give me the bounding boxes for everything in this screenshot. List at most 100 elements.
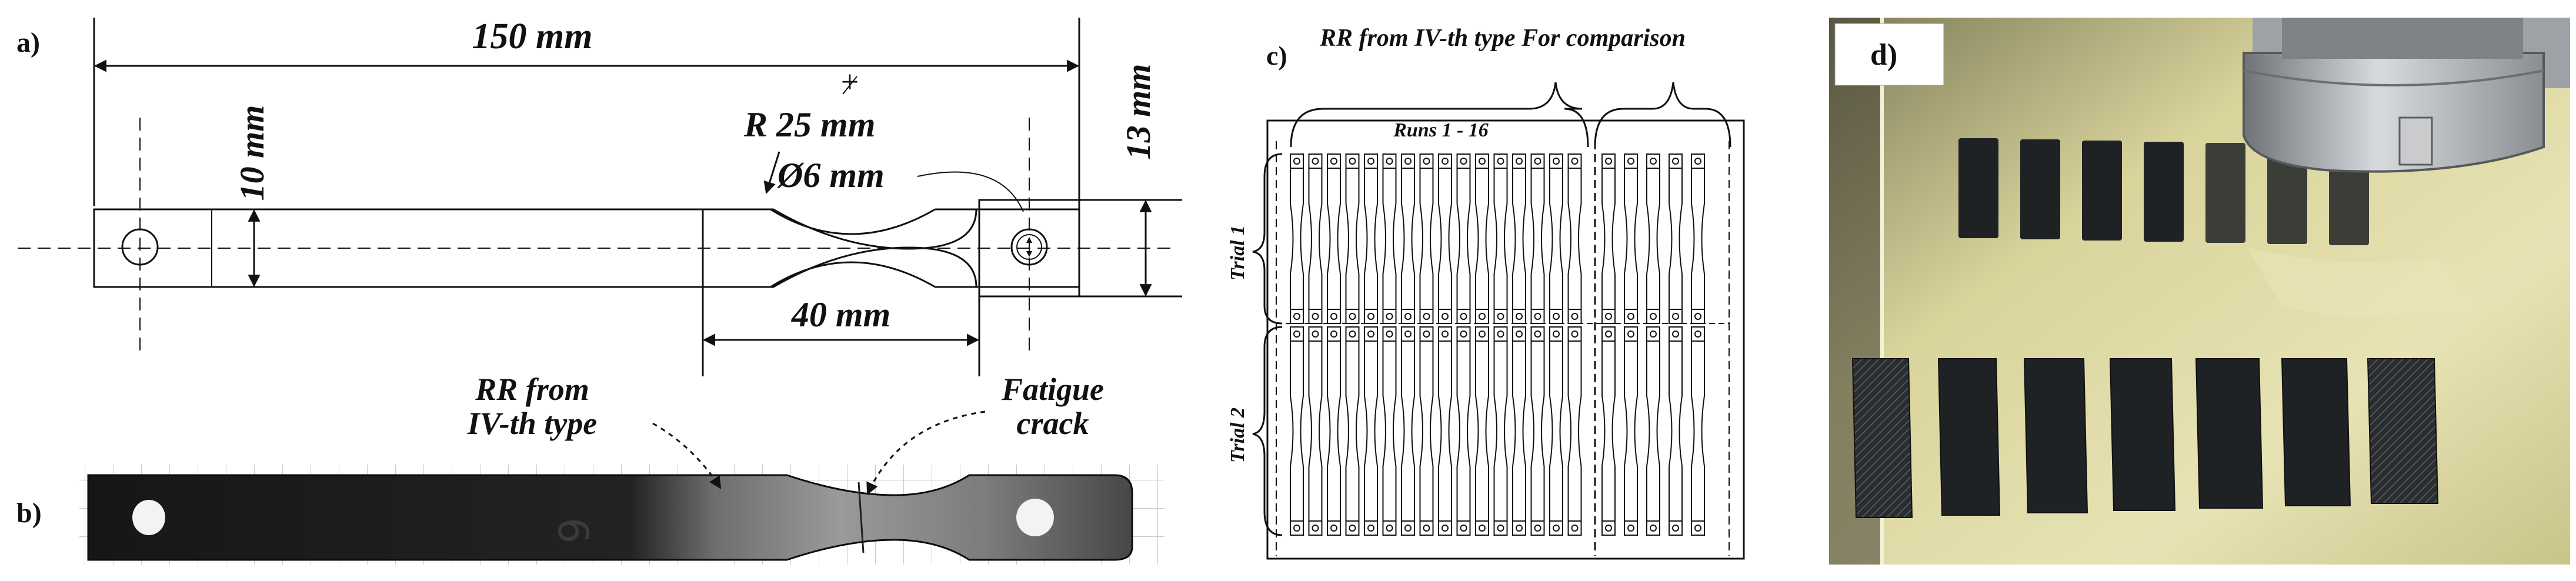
label-crack-line2: crack — [1017, 406, 1089, 441]
specimen-hole-small — [1516, 525, 1523, 532]
specimen-tab-small — [1530, 520, 1545, 536]
specimen-outline-small — [1382, 341, 1397, 521]
specimen-tab-small — [1567, 326, 1582, 342]
specimen-tab-small — [1567, 309, 1582, 324]
specimen-outline-small — [1493, 168, 1508, 309]
pocket-bottom — [2109, 358, 2176, 511]
specimen-tab-small — [1290, 153, 1304, 169]
specimen-tab-small — [1327, 520, 1341, 536]
panel-d: d) — [1829, 18, 2570, 565]
specimen-outline-small — [1290, 341, 1304, 521]
specimen-tab-small — [1549, 309, 1563, 324]
specimen-outline-small — [1669, 168, 1683, 309]
panel-d-letter: d) — [1870, 38, 1897, 72]
specimen-hole-small — [1367, 525, 1374, 532]
specimen-tab-small — [1475, 309, 1489, 324]
specimen-outline-small — [1438, 341, 1452, 521]
specimen-hole-small — [1386, 525, 1393, 532]
dim-width-total-label: 13 mm — [1119, 64, 1157, 160]
specimen-hole-small — [1349, 158, 1356, 165]
specimen-hole-small — [1312, 525, 1319, 532]
runs-label: Runs 1 - 16 — [1393, 119, 1489, 141]
specimen-tab-small — [1493, 520, 1508, 536]
panel-d-label-box — [1834, 23, 1944, 86]
specimen-outline-small — [1401, 341, 1415, 521]
specimen-hole-small — [1672, 313, 1679, 320]
specimen-hole-small — [1553, 158, 1560, 165]
dim-radius-label: R 25 mm — [743, 105, 875, 144]
specimen-hole-small — [1516, 158, 1523, 165]
specimen-tab-small — [1345, 309, 1360, 324]
specimen-tab-small — [1512, 153, 1526, 169]
specimen-tab-small — [1438, 520, 1452, 536]
specimen-hole-small — [1627, 158, 1634, 165]
specimen-hole-small — [1423, 525, 1430, 532]
specimen-tab-small — [1456, 153, 1471, 169]
specimen-outline-small — [1669, 341, 1683, 521]
hole-right-photo — [1016, 499, 1054, 536]
specimen-tab-small — [1382, 520, 1397, 536]
trial1-brace — [1252, 153, 1283, 325]
specimen-tab-small — [1456, 309, 1471, 324]
specimen-hole-small — [1672, 158, 1679, 165]
specimen-tab-small — [1382, 309, 1397, 324]
specimen-hole-small — [1627, 330, 1634, 338]
specimen-tab-small — [1691, 153, 1705, 169]
specimen-hole-small — [1571, 330, 1579, 338]
specimen-hole-small — [1423, 330, 1430, 338]
specimen-tab-small — [1691, 520, 1705, 536]
specimen-hole-small — [1479, 525, 1486, 532]
specimen-outline-small — [1419, 168, 1434, 309]
specimen-hole-small — [1672, 525, 1679, 532]
specimen-tab-small — [1438, 326, 1452, 342]
specimen-hole-small — [1553, 313, 1560, 320]
specimen-tab-small — [1512, 326, 1526, 342]
specimen-tab-small — [1290, 520, 1304, 536]
specimen-tab-small — [1530, 326, 1545, 342]
panel-a: a) 150 mm 10 mm — [16, 16, 1182, 376]
specimen-hole-small — [1386, 330, 1393, 338]
handwritten-mark: 6 — [549, 517, 597, 544]
specimen-tab-small — [1646, 520, 1660, 536]
pocket-top — [2082, 141, 2122, 241]
specimen-outline-small — [1530, 341, 1545, 521]
specimen-outline-small — [1438, 168, 1452, 309]
specimen-outline-small — [1475, 168, 1489, 309]
specimen-tab-small — [1308, 326, 1323, 342]
pocket-array — [1851, 138, 2439, 518]
specimen-hole-small — [1650, 525, 1657, 532]
pocket-top — [1958, 138, 1998, 238]
pocket-bottom — [1851, 358, 1913, 518]
specimen-hole-small — [1516, 313, 1523, 320]
specimen-tab-small — [1624, 153, 1638, 169]
specimen-hole-small — [1497, 158, 1504, 165]
radius-center-mark: + — [841, 64, 859, 99]
specimen-hole-small — [1330, 158, 1337, 165]
specimen-hole-small — [1293, 313, 1300, 320]
specimen-hole-small — [1367, 330, 1374, 338]
specimen-hole-small — [1605, 330, 1612, 338]
specimen-hole-small — [1386, 313, 1393, 320]
specimen-tab-small — [1624, 520, 1638, 536]
dim-gauge-label: 40 mm — [791, 295, 890, 334]
specimen-tab-small — [1401, 153, 1415, 169]
specimen-hole-small — [1571, 158, 1579, 165]
pocket-top — [2144, 142, 2184, 242]
specimen-tab-small — [1401, 326, 1415, 342]
specimen-hole-small — [1442, 330, 1449, 338]
specimen-hole-small — [1534, 525, 1541, 532]
specimen-hole-small — [1330, 313, 1337, 320]
pocket-bottom — [2281, 358, 2351, 506]
specimen-hole-small — [1442, 158, 1449, 165]
pocket-bottom — [2367, 358, 2439, 504]
label-crack-line1: Fatigue — [1001, 372, 1104, 407]
specimen-hole-small — [1553, 525, 1560, 532]
specimen-hole-small — [1571, 313, 1579, 320]
specimen-tab-small — [1512, 520, 1526, 536]
specimen-outline-small — [1530, 168, 1545, 309]
specimen-tab-small — [1327, 153, 1341, 169]
specimen-hole-small — [1442, 313, 1449, 320]
specimen-outline-small — [1345, 341, 1360, 521]
specimen-tab-small — [1567, 520, 1582, 536]
hole-leader — [917, 171, 1024, 212]
